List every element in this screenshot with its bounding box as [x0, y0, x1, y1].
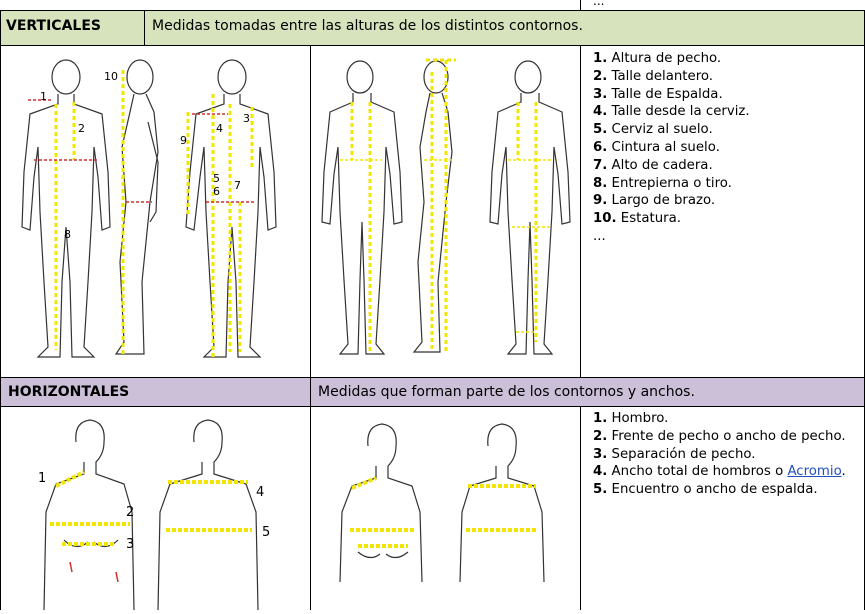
list-item: 8. Entrepierna o tiro. — [593, 175, 732, 191]
list-item: 5. Encuentro o ancho de espalda. — [593, 482, 818, 498]
figure-label: 2 — [78, 122, 85, 135]
list-item: 3. Talle de Espalda. — [593, 86, 723, 102]
verticales-title: VERTICALES — [0, 10, 145, 46]
divider — [580, 406, 581, 610]
list-item: 6. Cintura al suelo. — [593, 139, 720, 155]
list-item: 3. Separación de pecho. — [593, 446, 756, 462]
horizontales-measure-list-container: 1. Hombro. 2. Frente de pecho o ancho de… — [593, 410, 863, 499]
verticales-numbered-figure: 1 2 3 4 5 6 7 8 9 10 — [8, 52, 304, 372]
figure-label: 8 — [64, 228, 71, 241]
figure-label: 5 — [262, 525, 270, 540]
list-item: 5. Cerviz al suelo. — [593, 122, 713, 138]
horizontales-title: HORIZONTALES — [8, 384, 130, 400]
divider — [310, 377, 311, 407]
horizontales-measure-list: 1. Hombro. 2. Frente de pecho o ancho de… — [593, 410, 863, 499]
divider — [580, 45, 581, 378]
horizontales-description: Medidas que forman parte de los contorno… — [318, 384, 695, 400]
list-item: 4. Talle desde la cerviz. — [593, 104, 750, 120]
acromio-link[interactable]: Acromio — [787, 464, 842, 480]
figure-label: 3 — [243, 112, 250, 125]
list-item: 2. Talle delantero. — [593, 68, 713, 84]
list-item: 1. Altura de pecho. — [593, 51, 722, 66]
figure-label: 9 — [180, 134, 187, 147]
horizontales-header-row — [0, 377, 865, 407]
top-ellipsis: ... — [593, 0, 605, 8]
figure-label: 3 — [126, 537, 134, 552]
horizontales-plain-figure — [316, 412, 574, 592]
figure-label: 1 — [40, 90, 47, 103]
list-item: 7. Alto de cadera. — [593, 157, 713, 173]
divider — [310, 406, 311, 610]
figure-label: 7 — [234, 179, 241, 192]
torso-figures-horizontal-plain — [339, 423, 545, 583]
list-more-ellipsis: ... — [593, 228, 606, 244]
list-item: 9. Largo de brazo. — [593, 193, 716, 209]
torso-figures-horizontal-numbered: 1 2 3 4 5 — [38, 419, 270, 611]
horizontales-numbered-figure: 1 2 3 4 5 — [8, 412, 304, 611]
previous-cell-edge — [580, 0, 590, 10]
figure-label: 4 — [256, 485, 264, 500]
body-figures-vertical-plain — [321, 58, 571, 355]
figure-label: 4 — [216, 122, 223, 135]
verticales-description: Medidas tomadas entre las alturas de los… — [152, 18, 583, 34]
figure-label: 6 — [213, 185, 220, 198]
figure-label: 2 — [126, 505, 134, 520]
figure-label: 1 — [38, 471, 46, 486]
divider — [310, 45, 311, 378]
figure-label: 5 — [213, 172, 220, 185]
verticales-measure-list-container: 1. Altura de pecho. 2. Talle delantero. … — [593, 50, 861, 246]
list-item: 10. Estatura. — [593, 211, 681, 227]
body-figures-vertical-numbered: 1 2 3 4 5 6 7 8 9 10 — [21, 59, 277, 358]
list-item: 4. Ancho total de hombros o Acromio. — [593, 464, 846, 480]
list-item: 2. Frente de pecho o ancho de pecho. — [593, 428, 846, 444]
figure-label: 10 — [104, 70, 118, 83]
list-item: 1. Hombro. — [593, 411, 669, 426]
verticales-measure-list: 1. Altura de pecho. 2. Talle delantero. … — [593, 50, 861, 246]
verticales-plain-figure — [316, 52, 574, 372]
